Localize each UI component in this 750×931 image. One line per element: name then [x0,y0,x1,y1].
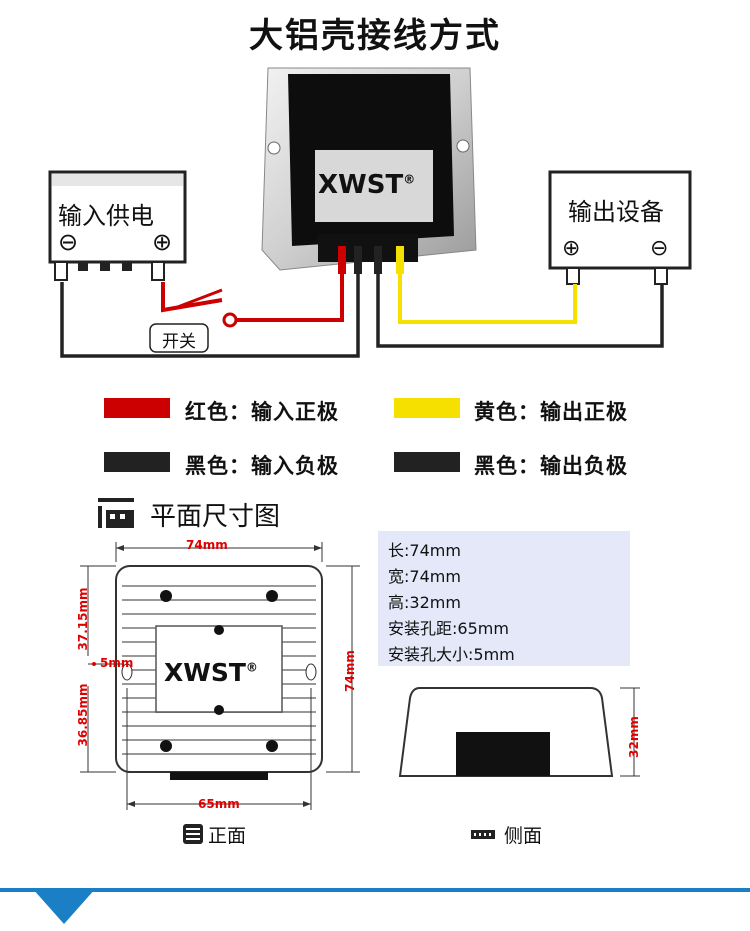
legend-swatch-red [104,398,170,418]
aluminum-case [261,67,477,271]
dim-bottom-width: 65mm [198,797,240,811]
dim-top-width: 74mm [186,538,228,552]
output-neg-icon: ⊖ [650,236,669,261]
front-view-icon [183,824,203,844]
spec-hole-distance: 安装孔距:65mm [388,619,509,638]
spec-panel [378,531,630,666]
plan-title: 平面尺寸图 [150,502,281,532]
legend-swatch-black [104,452,170,472]
page-title: 大铝壳接线方式 [249,16,501,56]
spec-length: 长:74mm [388,541,461,560]
yellow-wire [398,246,577,324]
dim-upper-height: 37.15mm [76,587,90,651]
wiring-diagram [48,67,692,358]
side-view-drawing [398,687,640,777]
legend-swatch-yellow [394,398,460,418]
input-neg-icon: ⊖ [58,228,79,256]
ruler-icon [98,498,134,528]
brand-logo: XWST® [318,170,416,200]
switch-contact-icon [222,312,238,328]
red-wire [161,282,223,313]
output-pos-icon: ⊕ [562,236,581,261]
legend-swatch-black [394,452,460,472]
legend-item: 红色：输入正极 [185,400,339,424]
input-pos-icon: ⊕ [152,228,173,256]
input-box-label: 输入供电 [58,202,154,230]
side-caption: 侧面 [504,825,543,847]
bottom-divider [0,888,750,892]
side-view-icon [471,830,495,839]
switch-label: 开关 [162,332,196,352]
front-view-drawing [80,542,360,810]
front-caption: 正面 [208,825,247,847]
legend-item: 黑色：输入负极 [185,454,339,478]
spec-width: 宽:74mm [388,567,461,586]
front-brand-logo: XWST® [164,658,258,687]
dim-right-height: 74mm [343,650,357,692]
spec-hole-size: 安装孔大小:5mm [388,645,515,664]
dim-lower-height: 36.85mm [76,683,90,747]
output-device-box [548,170,692,285]
legend-item: 黑色：输出负极 [474,454,628,478]
output-box-label: 输出设备 [568,198,664,226]
dim-hole: 5mm [100,656,134,670]
spec-height: 高:32mm [388,593,461,612]
black-wire-input [60,246,360,358]
legend-item: 黄色：输出正极 [474,400,628,424]
black-wire-output [376,246,664,348]
dim-side-height: 32mm [627,716,641,758]
input-power-box [48,170,187,281]
down-triangle-icon [32,888,96,924]
switch-label-box [149,323,209,353]
